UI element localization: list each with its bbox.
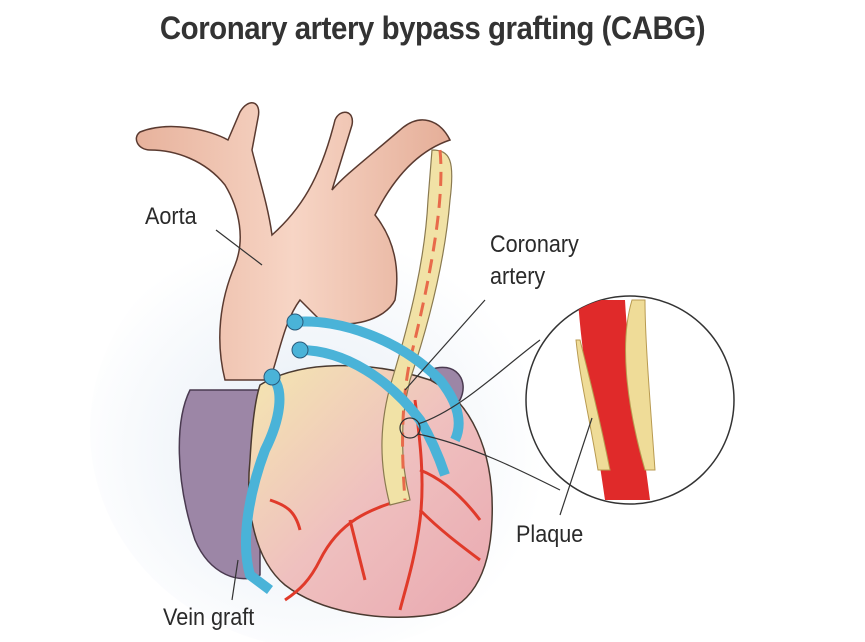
- label-coronary-artery-line1: Coronary: [490, 231, 579, 258]
- magnify-line-top: [417, 339, 541, 425]
- aorta: [135, 102, 452, 381]
- diagram-title: Coronary artery bypass grafting (CABG): [159, 10, 706, 46]
- aorta-leader: [215, 229, 263, 266]
- label-aorta: Aorta: [145, 203, 197, 230]
- plaque-leader: [559, 417, 593, 516]
- vein-graft-leader: [231, 559, 239, 601]
- graft-anastomoses: [263, 313, 309, 386]
- label-coronary-artery-line2: artery: [490, 263, 546, 290]
- magnify-source-circle: [399, 417, 421, 439]
- magnified-artery-section: [575, 299, 656, 500]
- vein-grafts: [241, 316, 464, 594]
- label-plaque: Plaque: [516, 521, 584, 548]
- label-vein-graft: Vein graft: [163, 604, 255, 631]
- coronary-artery-leader: [404, 299, 486, 391]
- magnify-line-bottom: [417, 433, 561, 491]
